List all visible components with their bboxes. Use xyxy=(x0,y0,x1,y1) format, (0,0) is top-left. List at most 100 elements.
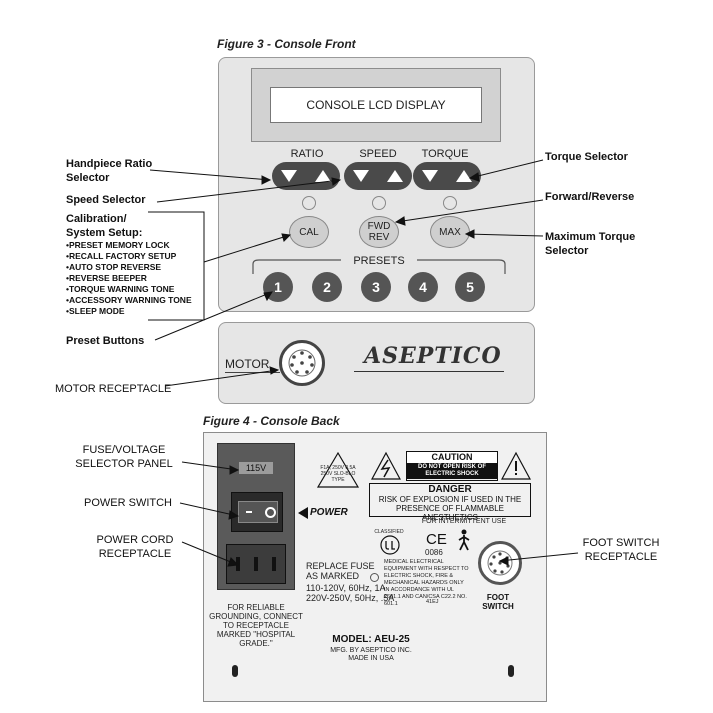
cord-pin-right xyxy=(272,557,276,571)
callout-fwd-rev: Forward/Reverse xyxy=(545,191,635,203)
speed-up-button[interactable] xyxy=(387,170,403,182)
torque-up-button[interactable] xyxy=(456,170,472,182)
model-text: MODEL: AEU-25 xyxy=(332,634,410,645)
cal-button[interactable]: CAL xyxy=(289,216,329,248)
callout-foot-switch: FOOT SWITCH RECEPTACLE xyxy=(582,537,660,563)
grounding-text: FOR RELIABLE GROUNDING, CONNECT TO RECEP… xyxy=(209,603,303,648)
fuse-warning-triangle xyxy=(316,451,360,488)
caution-text: DO NOT OPEN RISK OF ELECTRIC SHOCK xyxy=(407,463,497,479)
calibration-item: AUTO STOP REVERSE xyxy=(66,262,206,273)
rev-label: REV xyxy=(368,232,390,243)
callout-ratio: Handpiece Ratio Selector xyxy=(66,158,153,184)
preset-button-4[interactable]: 4 xyxy=(408,272,438,302)
console-back-panel: 115V POWER F1A, 250V 0.5A 250V SLO-BLO T… xyxy=(203,432,547,702)
aseptico-logo: ASEPTICO xyxy=(364,343,502,369)
cal-tab xyxy=(302,196,316,210)
power-on-mark xyxy=(246,511,252,513)
medical-code-text: 41EJ xyxy=(426,599,439,605)
lcd-display: CONSOLE LCD DISPLAY xyxy=(251,68,501,142)
callout-motor: MOTOR RECEPTACLE xyxy=(55,383,172,395)
calibration-item: TORQUE WARNING TONE xyxy=(66,284,206,295)
power-label: POWER xyxy=(310,507,348,518)
power-rocker xyxy=(238,501,278,523)
ul-mark-icon xyxy=(380,535,400,555)
callout-power-cord: POWER CORD RECEPTACLE xyxy=(96,534,174,560)
speed-label: SPEED xyxy=(359,148,397,160)
callout-calibration-title: Calibration/ System Setup: xyxy=(66,213,143,239)
power-off-mark xyxy=(265,507,276,518)
voltage-1-text: 110-120V, 60Hz, 1A xyxy=(306,583,386,593)
max-tab xyxy=(443,196,457,210)
foot-switch-label: FOOT SWITCH xyxy=(482,593,514,611)
logo-underline xyxy=(354,371,504,372)
callout-presets: Preset Buttons xyxy=(66,335,145,347)
torque-down-button[interactable] xyxy=(422,170,438,182)
calibration-item: REVERSE BEEPER xyxy=(66,273,206,284)
lcd-text: CONSOLE LCD DISPLAY xyxy=(270,87,482,123)
cord-pin-center xyxy=(254,557,258,571)
ce-mark: CE xyxy=(426,531,447,548)
callout-torque: Torque Selector xyxy=(545,151,628,163)
presets-label: PRESETS xyxy=(353,255,405,267)
speed-selector xyxy=(344,162,412,190)
intermittent-use-text: FOR INTERMITTENT USE xyxy=(421,518,507,525)
danger-text: RISK OF EXPLOSION IF USED IN THE PRESENC… xyxy=(378,495,522,522)
motor-label-line xyxy=(225,372,280,373)
fwd-rev-tab xyxy=(372,196,386,210)
motor-panel: MOTOR ASEPTICO xyxy=(218,322,535,404)
max-button[interactable]: MAX xyxy=(430,216,470,248)
presets-bracket xyxy=(252,259,506,274)
ul-classified-text: CLASSIFIED xyxy=(374,529,404,535)
medical-equipment-text: MEDICAL ELECTRICAL EQUIPMENT WITH RESPEC… xyxy=(384,559,469,607)
caution-title: CAUTION xyxy=(407,452,497,463)
console-front-panel: CONSOLE LCD DISPLAY RATIO SPEED TORQUE C… xyxy=(218,57,535,312)
calibration-item: SLEEP MODE xyxy=(66,306,206,317)
ratio-selector xyxy=(272,162,340,190)
calibration-item: RECALL FACTORY SETUP xyxy=(66,251,206,262)
mfg-text: MFG. BY ASEPTICO INC. xyxy=(330,647,412,654)
ratio-down-button[interactable] xyxy=(281,170,297,182)
screw-hole-icon xyxy=(370,573,379,582)
made-in-text: MADE IN USA xyxy=(348,655,394,662)
fwd-label: FWD xyxy=(367,221,391,232)
ratio-up-button[interactable] xyxy=(315,170,331,182)
exclamation-warning-icon xyxy=(500,451,532,480)
foot-left xyxy=(232,665,238,677)
calibration-item: PRESET MEMORY LOCK xyxy=(66,240,206,251)
fuse-triangle-text: F1A, 250V 0.5A 250V SLO-BLO TYPE xyxy=(320,465,356,483)
calibration-list: PRESET MEMORY LOCK RECALL FACTORY SETUP … xyxy=(66,240,206,317)
power-arrow-icon xyxy=(298,507,308,519)
figure3-title: Figure 3 - Console Front xyxy=(217,37,356,51)
motor-pins-icon xyxy=(288,349,316,377)
type-b-person-icon xyxy=(458,529,470,551)
callout-max-torque: Maximum Torque Selector xyxy=(545,231,636,257)
foot-switch-pins-icon xyxy=(487,550,513,576)
motor-label: MOTOR xyxy=(225,357,270,371)
torque-label: TORQUE xyxy=(421,148,469,160)
ratio-label: RATIO xyxy=(290,148,324,160)
callout-power-switch: POWER SWITCH xyxy=(84,497,172,509)
replace-fuse-text: REPLACE FUSE AS MARKED xyxy=(306,561,375,581)
danger-box: DANGER RISK OF EXPLOSION IF USED IN THE … xyxy=(369,483,531,522)
speed-down-button[interactable] xyxy=(353,170,369,182)
foot-switch-receptacle[interactable] xyxy=(478,541,522,585)
preset-button-2[interactable]: 2 xyxy=(312,272,342,302)
figure4-title: Figure 4 - Console Back xyxy=(203,414,340,428)
caution-box: CAUTION DO NOT OPEN RISK OF ELECTRIC SHO… xyxy=(406,451,498,481)
danger-title: DANGER xyxy=(428,484,472,495)
shock-warning-icon xyxy=(370,451,402,480)
callout-speed: Speed Selector xyxy=(66,194,146,206)
fwd-rev-button[interactable]: FWD REV xyxy=(359,216,399,248)
cord-pin-left xyxy=(236,557,240,571)
preset-button-5[interactable]: 5 xyxy=(455,272,485,302)
callout-fuse-selector: FUSE/VOLTAGE SELECTOR PANEL xyxy=(75,444,173,470)
ce-number: 0086 xyxy=(425,548,443,557)
motor-receptacle[interactable] xyxy=(279,340,325,386)
calibration-item: ACCESSORY WARNING TONE xyxy=(66,295,206,306)
preset-button-3[interactable]: 3 xyxy=(361,272,391,302)
voltage-2-text: 220V-250V, 50Hz, .5A xyxy=(306,593,395,603)
foot-right xyxy=(508,665,514,677)
fuse-window: 115V xyxy=(239,462,273,474)
